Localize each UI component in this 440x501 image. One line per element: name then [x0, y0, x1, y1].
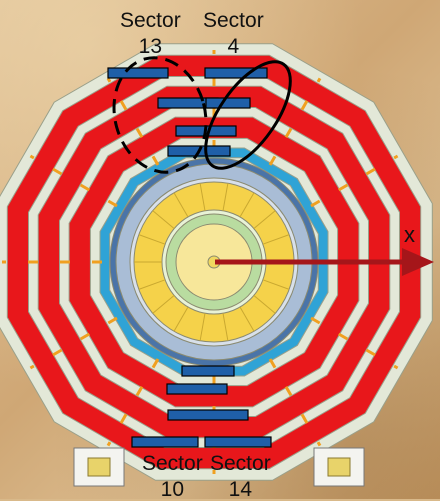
hcal-segment	[222, 313, 229, 341]
muon-chamber	[204, 67, 268, 79]
hcal-segment	[138, 279, 166, 290]
hcal-segment	[138, 234, 166, 245]
label-sector-13: Sector 13	[120, 9, 181, 58]
hcal-segment	[199, 183, 206, 211]
hcal-segment	[262, 279, 290, 290]
left-foot	[73, 447, 125, 487]
hcal-segment	[239, 306, 255, 332]
x-axis-arrowhead	[402, 248, 434, 276]
foot-jack	[87, 457, 111, 477]
label-sector-14: Sector 14	[210, 452, 271, 501]
muon-chamber	[131, 436, 199, 448]
sector-13-highlight	[112, 56, 208, 174]
hcal-segment	[152, 295, 175, 314]
hcal-segment	[152, 210, 175, 229]
label-sector-10: Sector 10	[142, 452, 203, 501]
muon-chamber	[167, 409, 249, 421]
muon-chamber	[205, 97, 251, 109]
label-sector-4: Sector 4	[203, 9, 264, 58]
muon-chamber	[204, 436, 272, 448]
hcal-segment	[262, 234, 290, 245]
hcal-segment	[173, 192, 189, 218]
sector-4-highlight	[204, 60, 292, 170]
support-feet	[73, 447, 365, 487]
hcal-segment	[199, 313, 206, 341]
detector-rings	[0, 43, 433, 481]
foot-jack	[327, 457, 351, 477]
label-x-axis: x	[404, 222, 415, 247]
hcal-segment	[173, 306, 189, 332]
muon-chamber	[166, 383, 228, 395]
muon-chamber	[107, 67, 169, 79]
muon-chamber	[181, 365, 235, 377]
hcal-segment	[253, 210, 276, 229]
hcal-segment	[239, 192, 255, 218]
hcal-segment	[253, 295, 276, 314]
hcal-segment	[222, 183, 229, 211]
